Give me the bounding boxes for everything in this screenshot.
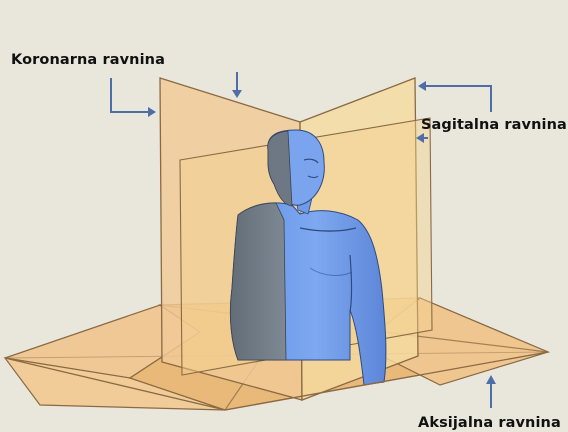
arrow-icon xyxy=(486,375,496,408)
sagittal-plane-label: Sagitalna ravnina xyxy=(421,117,567,133)
arrow-icon xyxy=(232,72,242,98)
arrow-icon xyxy=(111,78,156,117)
arrow-icon xyxy=(418,81,491,112)
coronal-plane-label: Koronarna ravnina xyxy=(11,52,165,68)
axial-plane-label: Aksijalna ravnina xyxy=(418,415,561,431)
